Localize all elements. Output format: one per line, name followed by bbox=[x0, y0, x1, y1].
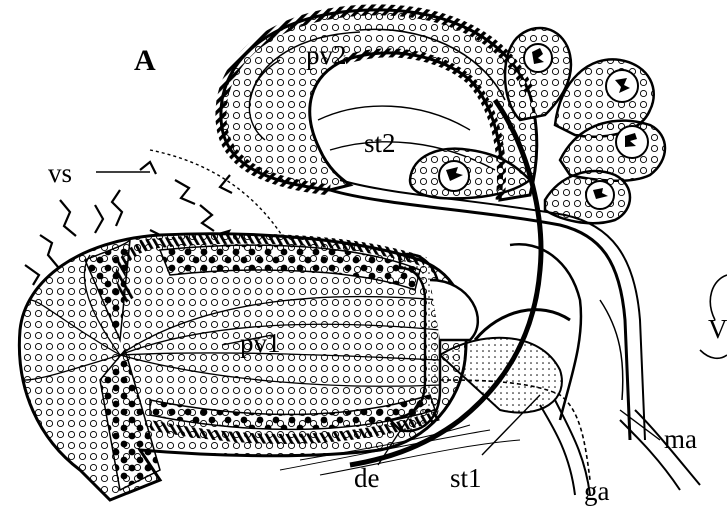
label-edge-fragment: V bbox=[708, 314, 727, 344]
vs-outline bbox=[149, 149, 286, 241]
edge-fragment-outline bbox=[699, 274, 727, 360]
ga-structure bbox=[539, 399, 701, 496]
pv1-structure bbox=[17, 232, 468, 502]
leader-lines bbox=[96, 171, 661, 466]
label-pv1: pv1 bbox=[240, 328, 281, 358]
label-st2: st2 bbox=[364, 128, 396, 158]
label-vs: vs bbox=[48, 158, 72, 188]
label-pv2: pv2 bbox=[306, 40, 347, 70]
label-st1: st1 bbox=[450, 463, 482, 493]
label-ma: ma bbox=[664, 424, 697, 454]
vs-wavy-tubules bbox=[24, 160, 233, 286]
label-ga: ga bbox=[584, 476, 610, 506]
label-de: de bbox=[354, 463, 380, 493]
panel-label: A bbox=[134, 44, 156, 77]
vesicle-lobes bbox=[408, 26, 667, 225]
stylet-and-ducts bbox=[279, 98, 646, 481]
